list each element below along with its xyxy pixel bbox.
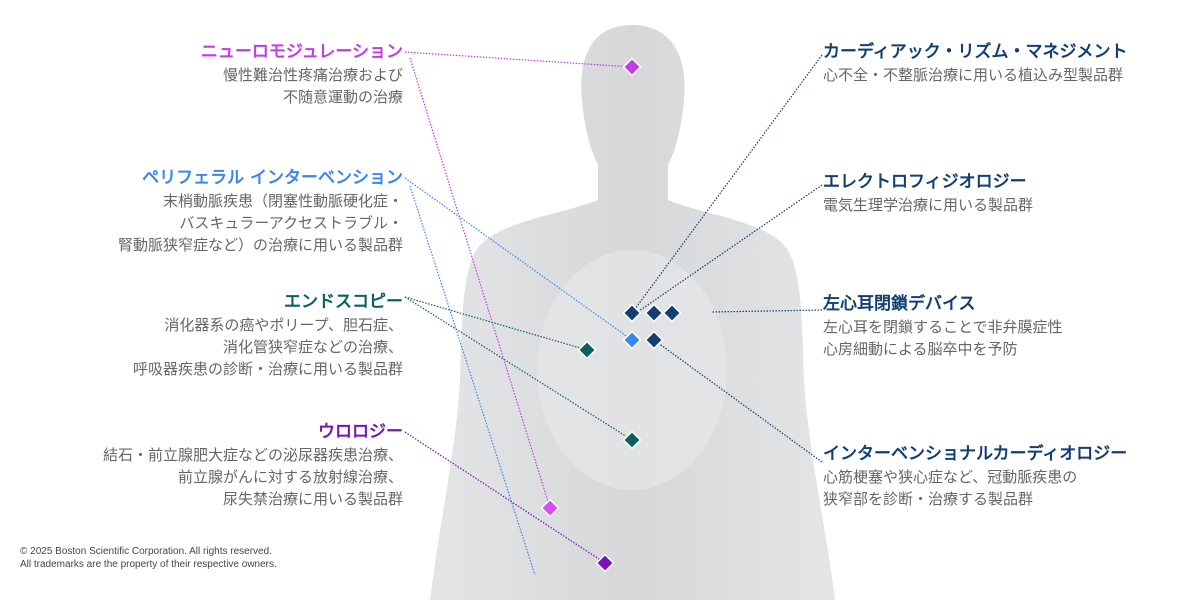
marker-crm — [622, 303, 642, 323]
label-desc: 心房細動による脳卒中を予防 — [823, 340, 1018, 358]
label-laa-closure: 左心耳閉鎖デバイス 左心耳を閉鎖することで非弁膜症性 心房細動による脳卒中を予防 — [823, 292, 1063, 360]
marker-endo-1 — [577, 340, 597, 360]
marker-neuro — [622, 57, 642, 77]
label-desc: 心筋梗塞や狭心症など、冠動脈疾患の — [823, 468, 1078, 486]
label-title: エレクトロフィジオロジー — [823, 172, 1027, 192]
label-urology: ウロロジー 結石・前立腺肥大症などの泌尿器疾患治療、 前立腺がんに対する放射線治… — [103, 420, 403, 510]
marker-ic — [644, 330, 664, 350]
label-title: ペリフェラル インターベンション — [142, 168, 403, 188]
label-title: ウロロジー — [318, 422, 403, 442]
label-desc: 左心耳を閉鎖することで非弁膜症性 — [823, 318, 1063, 336]
label-title: カーディアック・リズム・マネジメント — [823, 42, 1128, 62]
label-neuromodulation: ニューロモジュレーション 慢性難治性疼痛治療および 不随意運動の治療 — [201, 40, 403, 108]
label-endoscopy: エンドスコピー 消化器系の癌やポリープ、胆石症、 消化管狭窄症などの治療、 呼吸… — [133, 290, 403, 380]
label-desc: 末梢動脈疾患（閉塞性動脈硬化症・ — [162, 192, 403, 210]
label-desc: 尿失禁治療に用いる製品群 — [222, 490, 403, 508]
label-title: ニューロモジュレーション — [200, 42, 403, 62]
label-electrophysiology: エレクトロフィジオロジー 電気生理学治療に用いる製品群 — [823, 170, 1033, 216]
marker-ep — [644, 303, 664, 323]
copyright-notice: © 2025 Boston Scientific Corporation. Al… — [20, 545, 277, 571]
marker-urology-1 — [540, 498, 560, 518]
label-desc: 不随意運動の治療 — [282, 88, 403, 106]
label-desc: 前立腺がんに対する放射線治療、 — [177, 468, 403, 486]
marker-peripheral — [622, 330, 642, 350]
label-desc: 腎動脈狭窄症など）の治療に用いる製品群 — [117, 236, 403, 254]
label-desc: 消化管狭窄症などの治療、 — [222, 338, 403, 356]
label-desc: 心不全・不整脈治療に用いる植込み型製品群 — [823, 66, 1124, 84]
label-peripheral-intervention: ペリフェラル インターベンション 末梢動脈疾患（閉塞性動脈硬化症・ バスキュラー… — [118, 166, 403, 256]
leader-peripheral-2 — [409, 185, 536, 576]
leader-peripheral — [404, 177, 633, 341]
label-title: 左心耳閉鎖デバイス — [823, 294, 976, 314]
label-interventional-cardiology: インターベンショナルカーディオロジー 心筋梗塞や狭心症など、冠動脈疾患の 狭窄部… — [823, 442, 1127, 510]
label-title: インターベンショナルカーディオロジー — [823, 444, 1128, 464]
label-desc: 呼吸器疾患の診断・治療に用いる製品群 — [132, 360, 403, 378]
leader-laa — [711, 309, 823, 313]
marker-endo-2 — [622, 430, 642, 450]
leader-crm — [631, 54, 823, 314]
label-cardiac-rhythm-management: カーディアック・リズム・マネジメント 心不全・不整脈治療に用いる植込み型製品群 — [823, 40, 1127, 86]
label-desc: 慢性難治性疼痛治療および — [222, 66, 403, 84]
copyright-line: © 2025 Boston Scientific Corporation. Al… — [20, 546, 272, 557]
label-desc: 消化器系の癌やポリープ、胆石症、 — [164, 316, 403, 334]
label-desc: 電気生理学治療に用いる製品群 — [823, 196, 1034, 214]
leader-urology — [404, 431, 606, 564]
marker-urology-2 — [595, 553, 615, 573]
label-desc: 結石・前立腺肥大症などの泌尿器疾患治療、 — [102, 446, 403, 464]
marker-laa — [662, 303, 682, 323]
label-title: エンドスコピー — [284, 292, 403, 312]
leader-neuro — [404, 51, 633, 68]
trademark-line: All trademarks are the property of their… — [20, 559, 277, 570]
organs-outline — [537, 250, 727, 490]
leader-neuro-2 — [409, 57, 551, 509]
label-desc: 狭窄部を診断・治療する製品群 — [823, 490, 1034, 508]
label-desc: バスキュラーアクセストラブル・ — [179, 214, 403, 232]
